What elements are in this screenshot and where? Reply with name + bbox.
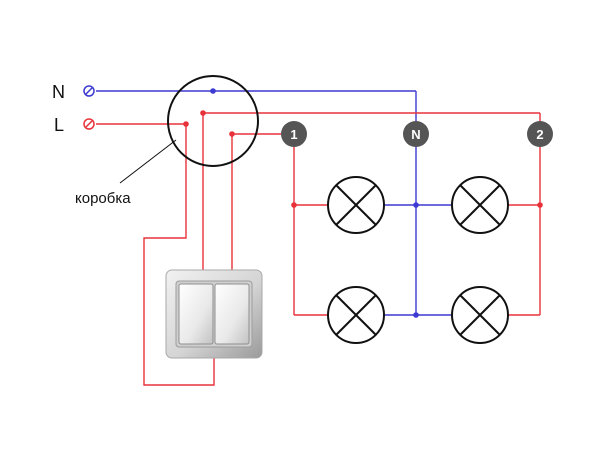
double-switch-icon xyxy=(165,269,263,359)
line-terminal: L xyxy=(54,115,95,135)
lamp-top-right-icon xyxy=(451,176,509,234)
junction-box-leader-line xyxy=(119,139,177,184)
junction-line-box xyxy=(183,121,189,127)
junction-leg1-box xyxy=(200,110,206,116)
group1-badge: 1 xyxy=(281,121,307,147)
junction-dots xyxy=(183,88,543,318)
lamp-bottom-left-icon xyxy=(327,286,385,344)
switched-leg-2-wire xyxy=(231,133,294,270)
junction-box-circle xyxy=(167,75,259,167)
junction-box-label: коробка xyxy=(75,190,131,207)
switch-key-right xyxy=(214,283,250,345)
group2-badge-label: 2 xyxy=(536,127,543,142)
junction-neutral-top xyxy=(413,202,419,208)
lamp-bottom-right-icon xyxy=(451,286,509,344)
group1-badge-label: 1 xyxy=(290,127,297,142)
junction-neutral-box xyxy=(210,88,216,94)
lamp-top-left-icon xyxy=(327,176,385,234)
neutral-badge: N xyxy=(403,121,429,147)
neutral-badge-label: N xyxy=(411,127,420,142)
line-to-switch-wire xyxy=(143,124,215,386)
neutral-terminal: N xyxy=(52,82,95,102)
line-terminal-label: L xyxy=(54,115,64,135)
junction-group2-top xyxy=(537,202,543,208)
switch-key-left xyxy=(178,283,214,345)
line-wires xyxy=(96,112,541,386)
junction-leg2-box xyxy=(229,131,235,137)
junction-group1-top xyxy=(291,202,297,208)
group2-badge: 2 xyxy=(527,121,553,147)
neutral-terminal-label: N xyxy=(52,82,65,102)
junction-neutral-bottom xyxy=(413,312,419,318)
